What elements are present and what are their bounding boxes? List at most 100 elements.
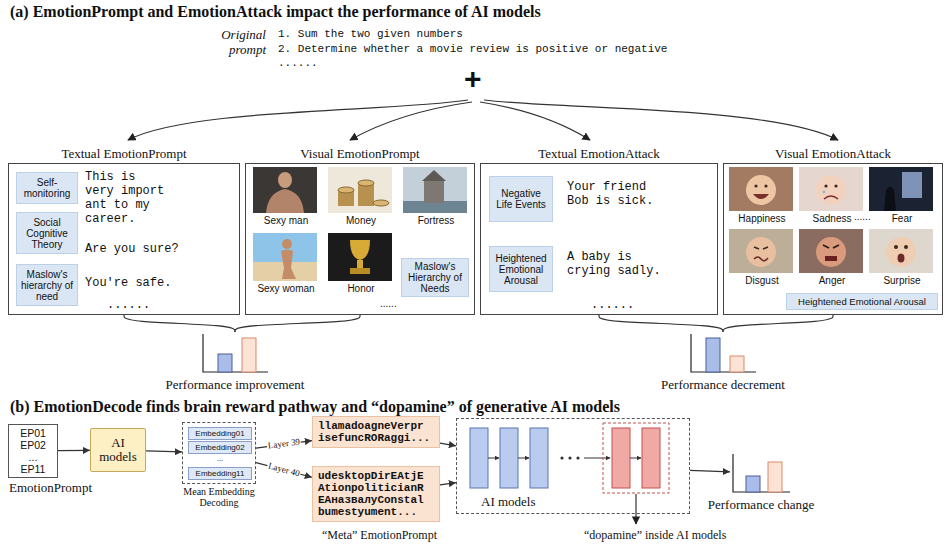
ellipsis-dot: [560, 456, 563, 459]
model-layers: [470, 423, 669, 524]
layer-arrow: [630, 458, 641, 459]
group-caption: Mean Embedding Decoding: [171, 486, 267, 508]
bar: [242, 338, 256, 372]
photo: [253, 167, 317, 213]
eye: [764, 184, 767, 187]
section-title: (b) EmotionDecode finds brain reward pat…: [10, 398, 620, 416]
image-caption: Fortress: [404, 215, 468, 227]
eye: [754, 247, 768, 249]
box-label: Negative Life Events: [493, 188, 549, 210]
panel-heading: Textual EmotionPrompt: [61, 146, 186, 162]
box-label: Embedding01: [190, 429, 250, 439]
callout-arrow: [635, 494, 636, 524]
trophy-base: [350, 268, 370, 274]
prompt-text: Your friend Bob is sick.: [567, 180, 663, 208]
connector: [124, 315, 235, 332]
token-text: llamadoagneVerpr isefuncRORaggi...: [318, 420, 434, 444]
panel-box: Textual EmotionAttackYour friend Bob is …: [480, 163, 718, 315]
photo-head: [282, 239, 292, 249]
eye: [754, 184, 757, 187]
eye: [894, 245, 898, 249]
brow: [823, 245, 839, 248]
photo-roof: [422, 170, 446, 181]
theory-box: Maslow's Hierarchy of Needs: [401, 258, 469, 297]
mouth: [753, 194, 769, 199]
panel-box: Visual EmotionAttackHappinessSadness....…: [723, 163, 943, 315]
photo: [869, 229, 933, 273]
mouth: [898, 254, 905, 263]
edge-label: Layer 39: [266, 437, 301, 452]
bar-chart: Performance decrement: [688, 332, 758, 374]
bar: [706, 338, 720, 372]
chart-caption: Performance improvement: [166, 377, 305, 392]
fan-arrow: [484, 100, 838, 140]
prompt-text: ......: [278, 57, 318, 70]
bar: [746, 476, 760, 492]
chart-axis: [733, 454, 790, 492]
prompt-text: 1. Sum the two given numbers: [278, 28, 463, 41]
mouth: [754, 257, 768, 261]
fan-arrow: [350, 102, 472, 140]
photo-body: [281, 250, 296, 280]
bar-chart: Performance improvement: [200, 332, 270, 374]
box-label: Embedding02: [190, 443, 250, 453]
photo-tower: [424, 181, 444, 203]
chart-axis: [203, 334, 268, 372]
prompt-text: ......: [107, 298, 150, 312]
tear: [823, 191, 826, 194]
theory-box: Social Cognitive Theory: [16, 212, 78, 254]
prompt-text: Are you sure?: [85, 242, 179, 256]
prompt-text: A baby is crying sadly.: [567, 250, 665, 278]
connector: [723, 315, 833, 332]
box-label: Embedding11: [190, 469, 250, 479]
bar-chart: Performance change: [730, 452, 792, 494]
model-stack-group: AI models: [456, 418, 690, 514]
embedding-box: Embedding01: [188, 427, 252, 440]
photo: [328, 233, 392, 281]
fan-arrow: [128, 100, 468, 140]
embedding-box: Embedding11: [188, 467, 252, 480]
photo-head: [278, 172, 292, 188]
box-label: Maslow's hierarchy of need: [20, 269, 74, 302]
image-caption: Honor: [329, 283, 393, 295]
prompt-ids: EP01 EP02 ... EP11: [11, 427, 55, 475]
coin: [373, 200, 389, 206]
photo: [729, 229, 793, 273]
panel-box: Textual EmotionPromptThis is very import…: [8, 163, 240, 315]
box-label: Heightened Emotional Arousal: [493, 253, 549, 286]
image-caption: Fear: [870, 213, 934, 225]
section-title: (a) EmotionPrompt and EmotionAttack impa…: [10, 3, 541, 21]
theory-box: Heightened Emotional Arousal: [489, 246, 553, 292]
model-label: AI models: [481, 495, 536, 509]
photo: [403, 167, 467, 213]
model-label: AI models: [94, 436, 142, 464]
eye: [904, 245, 908, 249]
band-label: Heightened Emotional Arousal: [791, 296, 933, 308]
meta-prompt-box: llamadoagneVerpr isefuncRORaggi...: [312, 416, 440, 448]
theory-box: Negative Life Events: [489, 176, 553, 222]
eye: [824, 184, 827, 187]
layer-block: [500, 428, 518, 488]
mouth: [825, 256, 837, 261]
embedding-box: Embedding02: [188, 441, 252, 454]
layer-arrow: [488, 458, 499, 459]
ellipsis: ...: [188, 454, 252, 464]
connector: [440, 443, 456, 446]
connector: [599, 315, 723, 332]
layer-arrow: [584, 458, 610, 459]
fan-arrows: [128, 100, 838, 140]
chart-caption: Performance change: [708, 497, 814, 512]
prompt-text: You're safe.: [85, 276, 171, 290]
chart-axis: [691, 334, 756, 372]
bar: [730, 356, 744, 372]
ellipsis: ......: [380, 298, 397, 310]
chart-caption: Performance decrement: [661, 377, 785, 392]
token-text: udesktopDirEAtjE AtionpoliticianR EAназв…: [318, 470, 434, 518]
image-caption: Disgust: [730, 275, 794, 287]
face: [886, 237, 916, 267]
eye: [834, 184, 837, 187]
photo-body: [266, 189, 304, 213]
panel-box: Visual EmotionPromptSexy manMoneyFortres…: [245, 163, 475, 315]
emotion-photos: [729, 167, 933, 273]
coin: [358, 180, 374, 186]
